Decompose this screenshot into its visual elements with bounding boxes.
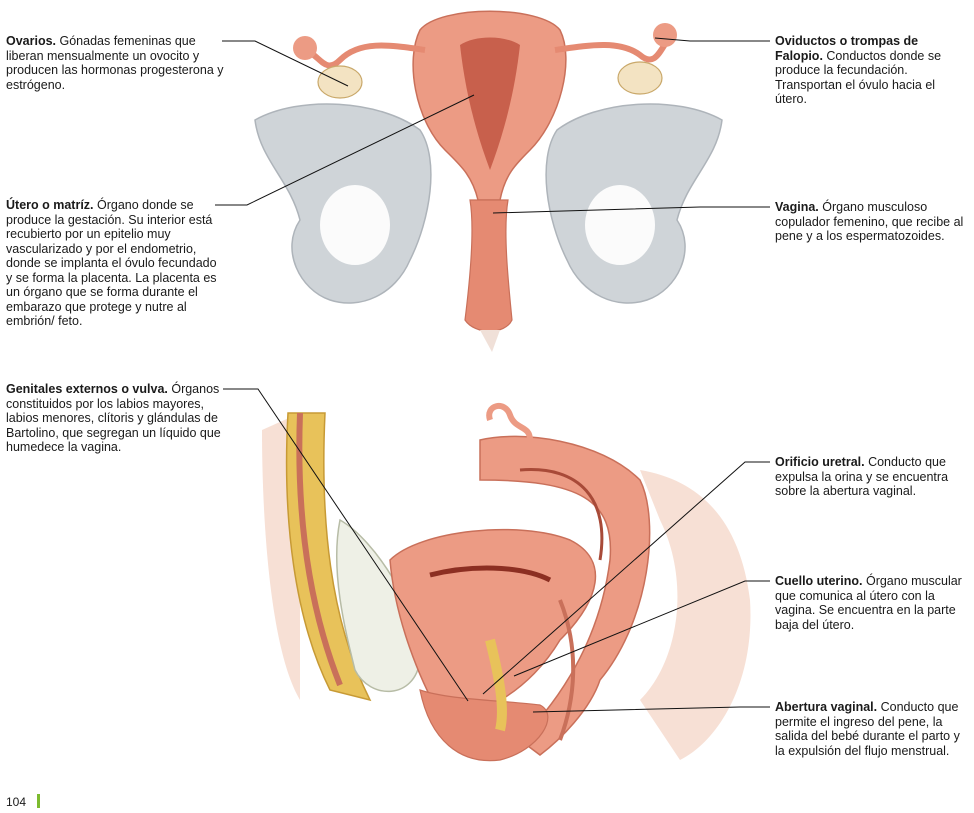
left-fallopian-tube bbox=[305, 46, 425, 66]
page-accent-mark bbox=[37, 794, 40, 808]
term-abertura-vaginal: Abertura vaginal. bbox=[775, 700, 877, 714]
label-abertura-vaginal: Abertura vaginal. Conducto que permite e… bbox=[775, 700, 967, 758]
label-vagina: Vagina. Órgano musculoso copulador femen… bbox=[775, 200, 967, 244]
right-ovary bbox=[618, 62, 662, 94]
label-cuello-uterino: Cuello uterino. Órgano muscular que comu… bbox=[775, 574, 967, 632]
label-orificio-uretral: Orificio uretral. Conducto que expulsa l… bbox=[775, 455, 967, 499]
vulva-shape bbox=[420, 690, 548, 761]
label-genitales-externos: Genitales externos o vulva. Órganos cons… bbox=[6, 382, 221, 455]
label-utero: Útero o matríz. Órgano donde se produce … bbox=[6, 198, 226, 329]
sagittal-view-illustration bbox=[262, 406, 750, 761]
term-genitales-externos: Genitales externos o vulva. bbox=[6, 382, 168, 396]
vagina-shape bbox=[465, 200, 512, 331]
page-number: 104 bbox=[6, 795, 26, 809]
label-ovarios: Ovarios. Gónadas femeninas que liberan m… bbox=[6, 34, 226, 92]
term-vagina: Vagina. bbox=[775, 200, 819, 214]
term-cuello-uterino: Cuello uterino. bbox=[775, 574, 863, 588]
frontal-view-illustration bbox=[255, 11, 722, 352]
text-utero: Órgano donde se produce la gestación. Su… bbox=[6, 198, 217, 328]
term-ovarios: Ovarios. bbox=[6, 34, 56, 48]
term-orificio-uretral: Orificio uretral. bbox=[775, 455, 865, 469]
label-oviductos: Oviductos o trompas de Falopio. Conducto… bbox=[775, 34, 967, 107]
term-utero: Útero o matríz. bbox=[6, 198, 94, 212]
right-fallopian-tube bbox=[555, 40, 668, 60]
